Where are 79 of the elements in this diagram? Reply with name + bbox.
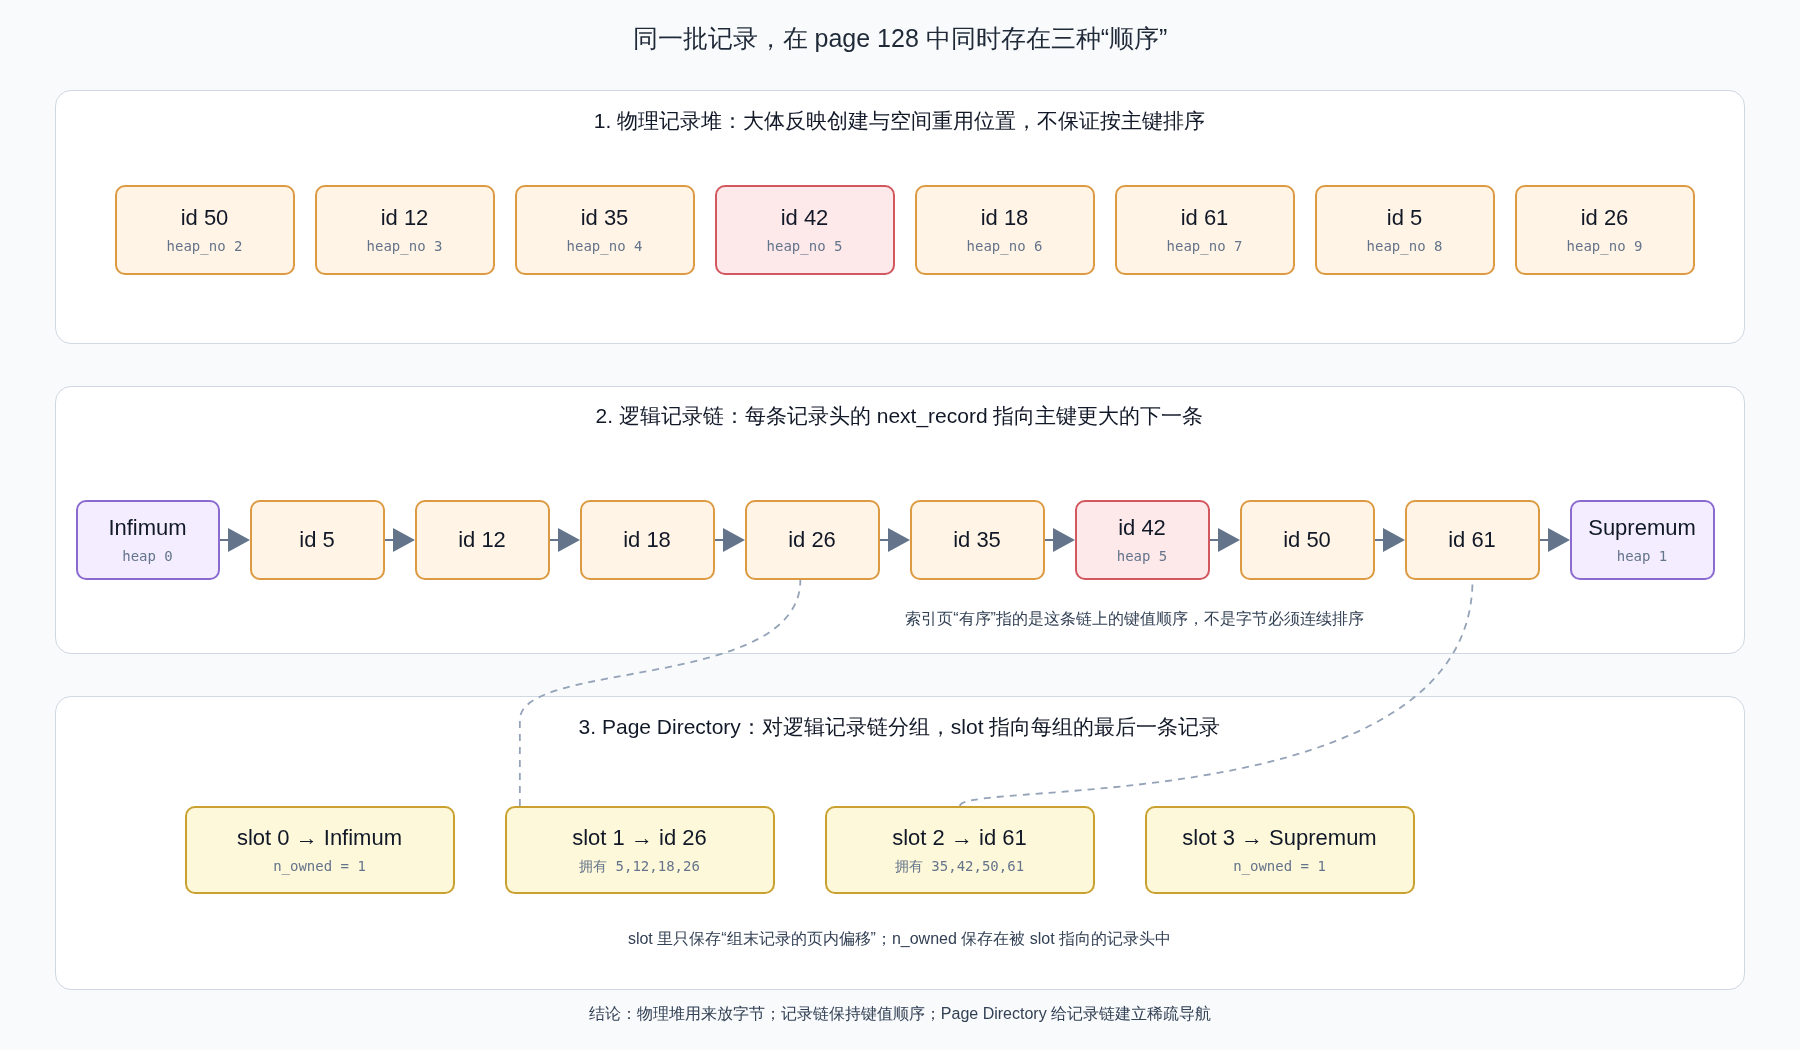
record-box xyxy=(514,184,695,275)
record-label: Infimum xyxy=(108,514,187,541)
record-label: id 18 xyxy=(980,204,1029,231)
arrow xyxy=(1539,528,1570,552)
arrow xyxy=(219,528,250,552)
record-label: id 50 xyxy=(180,204,229,231)
record-detail: heap_no 9 xyxy=(1566,236,1643,255)
record-detail: heap_no 4 xyxy=(566,236,643,255)
arrow xyxy=(1209,528,1240,552)
arrow xyxy=(1374,528,1405,552)
slot-box xyxy=(504,805,775,894)
record-box xyxy=(75,499,220,580)
slot-box xyxy=(1144,805,1415,894)
connector-line xyxy=(518,579,802,807)
record-detail: heap_no 2 xyxy=(166,236,243,255)
record-label: id 18 xyxy=(623,526,671,553)
record-detail: heap_no 3 xyxy=(366,236,443,255)
record-label: id 35 xyxy=(953,526,1001,553)
record-detail: heap 1 xyxy=(1616,546,1668,565)
arrow xyxy=(1044,528,1075,552)
slot-label: slot 1 → id 26 xyxy=(572,824,707,851)
slot-detail: n_owned = 1 xyxy=(273,856,366,875)
record-box xyxy=(1514,184,1695,275)
record-detail: heap_no 7 xyxy=(1166,236,1243,255)
slot-box xyxy=(184,805,455,894)
record-detail: heap_no 6 xyxy=(966,236,1043,255)
record-box xyxy=(249,499,385,580)
section-panel xyxy=(55,696,1745,990)
note-text: slot 里只保存“组末记录的页内偏移”；n_owned 保存在被 slot 指向的记录头中 xyxy=(627,928,1172,949)
record-box xyxy=(314,184,495,275)
section-panel xyxy=(55,386,1745,654)
record-box xyxy=(909,499,1045,580)
slot-box xyxy=(824,805,1095,894)
arrow xyxy=(549,528,580,552)
record-label: id 35 xyxy=(580,204,629,231)
arrow xyxy=(384,528,415,552)
record-box xyxy=(714,184,895,275)
arrow xyxy=(879,528,910,552)
record-label: Supremum xyxy=(1588,514,1696,541)
record-box xyxy=(114,184,295,275)
section-heading: 3. Page Directory：对逻辑记录链分组，slot 指向每组的最后一条记录 xyxy=(578,713,1221,740)
slot-label: slot 0 → Infimum xyxy=(236,824,402,851)
slot-detail: 拥有 35,42,50,61 xyxy=(894,856,1025,875)
record-box xyxy=(1074,499,1210,580)
record-detail: heap 5 xyxy=(1116,546,1168,565)
record-label: id 61 xyxy=(1448,526,1496,553)
record-detail: heap 0 xyxy=(122,546,173,565)
record-box xyxy=(1314,184,1495,275)
record-label: id 42 xyxy=(1118,514,1166,541)
section-heading: 1. 物理记录堆：大体反映创建与空间重用位置，不保证按主键排序 xyxy=(593,107,1206,134)
record-box xyxy=(1569,499,1715,580)
record-box xyxy=(1239,499,1375,580)
record-label: id 61 xyxy=(1180,204,1229,231)
record-label: id 26 xyxy=(1580,204,1629,231)
record-label: id 12 xyxy=(380,204,429,231)
record-label: id 42 xyxy=(780,204,829,231)
section-heading: 2. 逻辑记录链：每条记录头的 next_record 指向主键更大的下一条 xyxy=(595,402,1204,430)
record-label: id 5 xyxy=(299,526,335,553)
record-label: id 50 xyxy=(1283,526,1331,553)
record-label: id 5 xyxy=(1386,204,1423,231)
record-label: id 26 xyxy=(788,526,836,553)
slot-detail: n_owned = 1 xyxy=(1233,856,1326,875)
slot-detail: 拥有 5,12,18,26 xyxy=(579,856,700,875)
slot-label: slot 2 → id 61 xyxy=(892,824,1027,851)
record-box xyxy=(1404,499,1540,580)
section-panel xyxy=(55,90,1745,344)
record-detail: heap_no 8 xyxy=(1366,236,1443,255)
title: 同一批记录，在 page 128 中同时存在三种“顺序” xyxy=(632,22,1168,54)
record-box xyxy=(579,499,715,580)
note-text: 索引页“有序”指的是这条链上的键值顺序，不是字节必须连续排序 xyxy=(905,608,1364,629)
caption: 结论：物理堆用来放字节；记录链保持键值顺序；Page Directory 给记录链建立稀疏导航 xyxy=(588,1003,1212,1024)
slot-label: slot 3 → Supremum xyxy=(1182,824,1377,851)
record-label: id 12 xyxy=(458,526,506,553)
record-detail: heap_no 5 xyxy=(766,236,843,255)
record-box xyxy=(1114,184,1295,275)
record-box xyxy=(914,184,1095,275)
record-box xyxy=(744,499,880,580)
arrow xyxy=(714,528,745,552)
record-box xyxy=(414,499,550,580)
